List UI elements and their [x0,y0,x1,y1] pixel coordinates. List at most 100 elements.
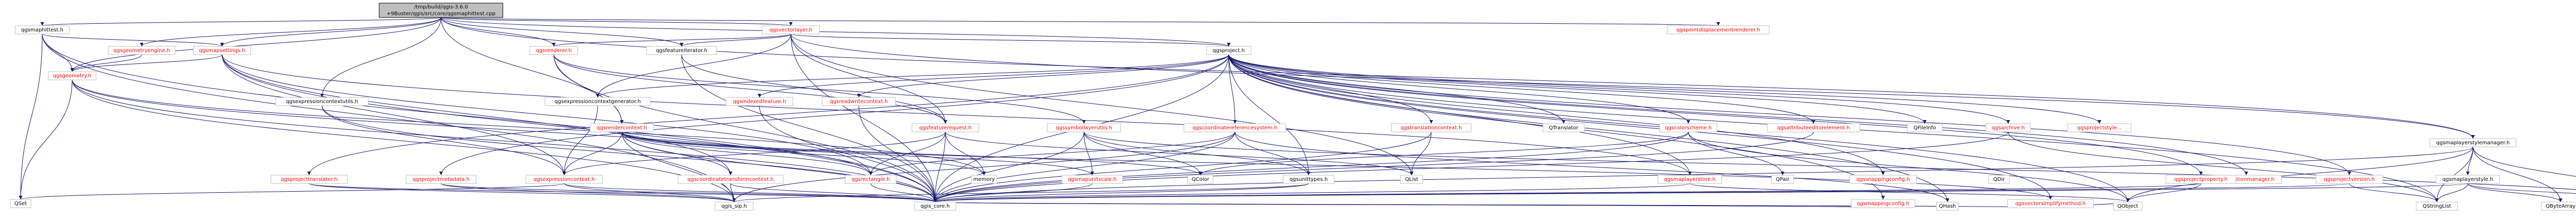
edge-qgsmaphittest-h-to-qgis-core-h [42,33,937,203]
edge-qgsunittypes-h-to-qgis-core-h [933,183,1309,203]
node-qgsprojectmetadata-h[interactable]: qgsprojectmetadata.h [405,175,477,184]
edge-qgsrectangle-h-to-qgis-core-h [870,183,937,203]
edge-qgsgeometry-h-to-QSet [19,79,73,200]
node-label: qgsmaphittest.h [21,27,63,33]
node-QHash[interactable]: QHash [1936,201,1959,211]
node-qgsfeatureiterator-h[interactable]: qgsfeatureiterator.h [646,46,717,55]
edge-qgssymbollayerutils-h-to-qgsmapunitscale-h [1083,131,1094,176]
node-qgsattributeeditorelement-h[interactable]: qgsattributeeditorelement.h [1767,123,1860,132]
edge-qgsmaplayerstylemanager-h-to-QObject [2126,146,2473,203]
node-qgsmaplayerstyle-h[interactable]: qgsmaplayerstyle.h [2435,175,2500,184]
edge-qgsexpressioncontext-h-to-qgis-core-h [564,183,937,203]
node-qgscoordinatetransformcontext-h[interactable]: qgscoordinatetransformcontext.h [677,175,784,184]
node-qgscolorscheme-h[interactable]: qgscolorscheme.h [1659,123,1718,132]
node-label: QDir [1993,177,2005,182]
edge-qgsproject-h-to-qgsprojectproperty-h [1228,54,2203,176]
node-qgsarchive-h[interactable]: qgsarchive.h [1986,123,2031,132]
node-qgsprojecttranslator-h[interactable]: qgsprojecttranslator.h [270,175,348,184]
edge-qgsmaplayerstore-h-to-QObject [1689,183,2130,203]
node-qgsexpressioncontextgenerator-h[interactable]: qgsexpressioncontextgenerator.h [545,97,651,106]
node-qgscoordinatereferencesystem-h[interactable]: qgscoordinatereferencesystem.h [1183,123,1286,132]
node-qgsmapunitscale-h[interactable]: qgsmapunitscale.h [1061,175,1123,184]
edge-qgsvectorlayer-h-to-qgsrenderer-h [552,33,791,47]
node-qgsindexedfeature-h[interactable]: qgsindexedfeature.h [725,97,793,106]
node-qgssnappingconfig-h[interactable]: qgssnappingconfig.h [1849,175,1917,184]
node-qgsmappingconfig-h[interactable]: qgsmappingconfig.h [1851,199,1916,208]
node-qgsmaphittest-h[interactable]: qgsmaphittest.h [15,25,70,35]
node-QColor[interactable]: QColor [1187,175,1214,184]
node-qgis-sip-h[interactable]: qgis_sip.h [715,201,754,211]
nodes-layer: /tmp/build/qgis-3.6.0 +9Buster/qgis/src/… [10,3,2576,211]
node-qgsrectangle-h[interactable]: qgsrectangle.h [845,175,896,184]
node-qgsexpressioncontext-h[interactable]: qgsexpressioncontext.h [526,175,603,184]
edge-qgsvectorlayer-h-to-qgsfeatureiterator-h [680,33,791,47]
edge-qgsrendercontext-h-to-qgsrectangle-h [621,131,873,176]
node-qgssymbollayerutils-h[interactable]: qgssymbollayerutils.h [1047,123,1121,132]
edge-qgsproject-h-to-QFileInfo [1228,54,1927,124]
node-QStringList[interactable]: QStringList [2416,201,2458,211]
node-qgsrendercontext-h[interactable]: qgsrendercontext.h [589,123,654,132]
node-QList[interactable]: QList [1400,175,1423,184]
node-QSet[interactable]: QSet [10,199,31,208]
node-qgsmaplayerstylemanager-h[interactable]: qgsmaplayerstylemanager.h [2430,138,2516,147]
node-qgis-core-h[interactable]: qgis_core.h [914,201,956,211]
node-QObject[interactable]: QObject [2113,201,2143,211]
node-label: qgsgeometryengine.h [113,48,170,54]
node-memory[interactable]: memory [971,175,997,184]
node-label: qgis_core.h [921,204,950,209]
node-label: qgssymbollayerutils.h [1056,125,1112,131]
edge-qgsfeaturerequest-h-to-qgsrectangle-h [869,131,946,176]
node-label: qgsprojecttranslator.h [281,177,337,182]
node-qgsprojectstyle[interactable]: qgsprojectstyle... [2067,123,2132,132]
node-qgsexpressioncontextutils-h[interactable]: qgsexpressioncontextutils.h [275,97,369,106]
node-qgsgeometry-h[interactable]: qgsgeometry.h [48,71,96,80]
edge-qgsmaphittest-h-to-qgis-sip-h [42,33,736,203]
edge-root-to-qgsmapsettings-h [220,17,442,47]
node-QByteArray[interactable]: QByteArray [2541,201,2576,211]
node-qgstranslationcontext-h[interactable]: qgstranslationcontext.h [1391,123,1471,132]
edge-qgsmaplayerstyle-h-to-QByteArray [2467,183,2563,203]
node-qgsreadwritecontext-h[interactable]: qgsreadwritecontext.h [822,97,896,106]
node-qgsrenderer-h[interactable]: qgsrenderer.h [530,46,578,55]
edge-qgsmapsettings-h-to-qgsrectangle-h [222,54,873,176]
edge-qgssymbollayerutils-h-to-qgis-core-h [933,131,1084,203]
node-label: QStringList [2422,204,2451,209]
node-label: qgstranslationcontext.h [1401,125,1462,131]
edge-root-to-qgsmaphittest-h [41,17,442,26]
edge-root-to-qgsrenderer-h [440,17,556,47]
node-qgsvectorlayer-h[interactable]: qgsvectorlayer.h [761,25,820,35]
node-label: qgsprojectproperty.h [2174,177,2228,182]
node-qgsprojectversion-h[interactable]: qgsprojectversion.h [2315,175,2383,184]
edge-qgsgeometry-h-to-memory [72,79,986,176]
node-label: QPair [1776,177,1790,182]
node-label: qgsgeometry.h [53,73,91,79]
edge-qgsrendercontext-h-to-memory [621,131,986,176]
edge-qgsmaplayerstylemanager-h-to-QByteArray [2472,146,2563,203]
node-qgsfeaturerequest-h[interactable]: qgsfeaturerequest.h [911,123,979,132]
node-qgspointdisplacementrenderer-h[interactable]: qgspointdisplacementrenderer.h [1667,25,1770,35]
node-QPair[interactable]: QPair [1771,175,1794,184]
node-qgsvectorsimplifymethod-h[interactable]: qgsvectorsimplifymethod.h [2007,199,2094,208]
node-label: qgsprojectversion.h [2324,177,2375,182]
edge-qgsproject-h-to-qgsarchive-h [1228,54,2010,124]
node-qgsproject-h[interactable]: qgsproject.h [1206,46,1251,55]
edge-root-to-qgsexpressioncontextutils-h [320,17,442,98]
node-qgsprojectproperty-h[interactable]: qgsprojectproperty.h [2165,175,2236,184]
node-label: qgsindexedfeature.h [733,99,786,105]
edge-qgsrendercontext-h-to-QColor [621,131,1202,176]
node-qgsunittypes-h[interactable]: qgsunittypes.h [1283,175,1334,184]
node-label: QHash [1939,204,1956,209]
node-QDir[interactable]: QDir [1988,175,2010,184]
edge-qgsvectorsimplifymethod-h-to-qgis-core-h [935,201,2051,208]
node-QFileInfo[interactable]: QFileInfo [1907,123,1943,132]
node-label: qgsrenderer.h [536,48,572,54]
node-qgsgeometryengine-h[interactable]: qgsgeometryengine.h [108,46,176,55]
node-qgsmaplayerstore-h[interactable]: qgsmaplayerstore.h [1657,175,1722,184]
node-QTranslator[interactable]: QTranslator [1543,123,1585,132]
edge-root-to-qgsproject-h [440,17,1231,47]
node-qgsmapsettings-h[interactable]: qgsmapsettings.h [193,46,251,55]
edge-qgscolorscheme-h-to-QColor [1198,131,1689,176]
root-node[interactable]: /tmp/build/qgis-3.6.0 +9Buster/qgis/src/… [379,3,503,18]
edge-qgsarchive-h-to-QStringList [2008,131,2439,203]
